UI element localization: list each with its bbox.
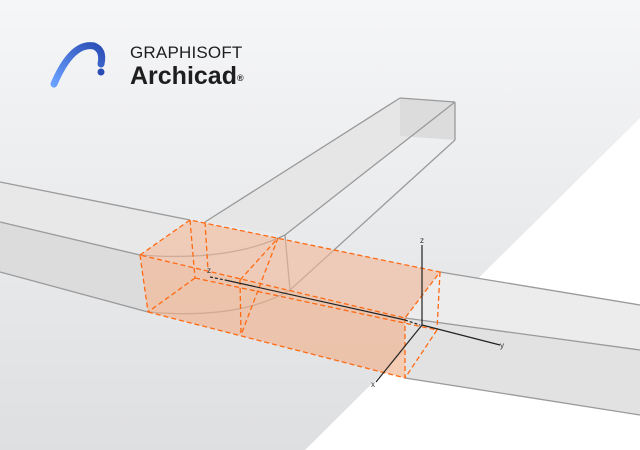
company-name: GRAPHISOFT: [130, 43, 243, 62]
local-z-axis-label: z: [207, 266, 211, 275]
x-axis-label: x: [371, 380, 375, 389]
coordinate-axes: [209, 245, 501, 383]
archicad-arc-logo-icon: [50, 42, 106, 88]
product-name: Archicad®: [130, 62, 244, 90]
brand-wordmark: GRAPHISOFT Archicad®: [130, 43, 244, 91]
selected-element-highlight[interactable]: [138, 219, 442, 379]
y-axis: [421, 324, 501, 346]
z-axis-label: z: [420, 236, 424, 245]
registered-mark: ®: [236, 73, 244, 83]
product-name-text: Archicad: [130, 62, 237, 90]
y-axis-label: y: [500, 341, 504, 350]
x-axis: [375, 324, 423, 383]
beam-reference-axis: [224, 279, 406, 321]
